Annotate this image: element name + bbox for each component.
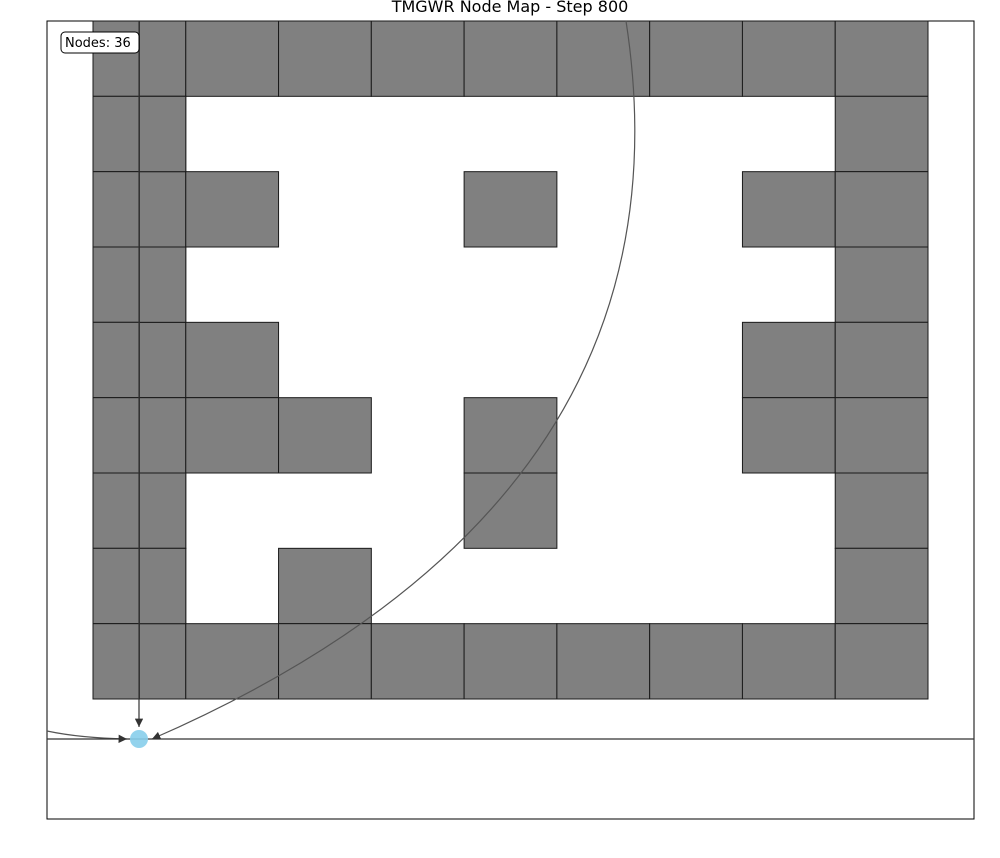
wall-cell [185, 20, 280, 97]
wall-cell [741, 623, 836, 700]
wall-cell [138, 547, 187, 625]
wall-cell [834, 472, 929, 549]
wall-cell [185, 623, 280, 700]
wall-cell [370, 20, 465, 97]
wall-cell [463, 171, 558, 248]
wall-cell [138, 171, 187, 248]
wall-cell [834, 20, 929, 97]
wall-cell [834, 95, 929, 173]
wall-cell [138, 95, 187, 173]
edge-arc-top [151, 20, 636, 740]
wall-cell [138, 20, 187, 97]
wall-cell [278, 547, 372, 625]
wall-cell [138, 321, 187, 399]
edges [46, 20, 974, 744]
wall-cell [92, 95, 140, 173]
node-count-text: Nodes: 36 [65, 36, 131, 51]
wall-cell [834, 246, 929, 323]
wall-cell [834, 623, 929, 700]
wall-cell [92, 171, 140, 248]
wall-cell [834, 547, 929, 625]
wall-cell [92, 246, 140, 323]
wall-cell [463, 20, 558, 97]
wall-cell [92, 623, 140, 700]
wall-cell [834, 321, 929, 399]
wall-cell [463, 397, 558, 474]
wall-cell [741, 20, 836, 97]
wall-cell [556, 623, 651, 700]
wall-cell [278, 20, 372, 97]
wall-cell [556, 20, 651, 97]
graph-node [130, 730, 148, 748]
node-count-badge: Nodes: 36 [60, 31, 140, 54]
wall-cell [370, 623, 465, 700]
wall-cell [463, 472, 558, 549]
wall-cell [138, 623, 187, 700]
wall-cell [463, 623, 558, 700]
wall-cell [278, 623, 372, 700]
wall-cell [834, 397, 929, 474]
wall-cell [138, 472, 187, 549]
wall-cell [834, 171, 929, 248]
wall-cells [92, 20, 929, 700]
wall-cell [92, 397, 140, 474]
wall-cell [138, 246, 187, 323]
wall-cell [741, 321, 836, 399]
wall-cell [741, 397, 836, 474]
wall-cell [649, 623, 743, 700]
wall-cell [185, 171, 280, 248]
wall-cell [649, 20, 743, 97]
wall-cell [138, 397, 187, 474]
wall-cell [92, 547, 140, 625]
wall-cell [185, 397, 280, 474]
wall-cell [278, 397, 372, 474]
wall-cell [741, 171, 836, 248]
wall-cell [92, 321, 140, 399]
wall-cell [185, 321, 280, 399]
wall-cell [92, 472, 140, 549]
chart-title: TMGWR Node Map - Step 800 [391, 0, 629, 16]
